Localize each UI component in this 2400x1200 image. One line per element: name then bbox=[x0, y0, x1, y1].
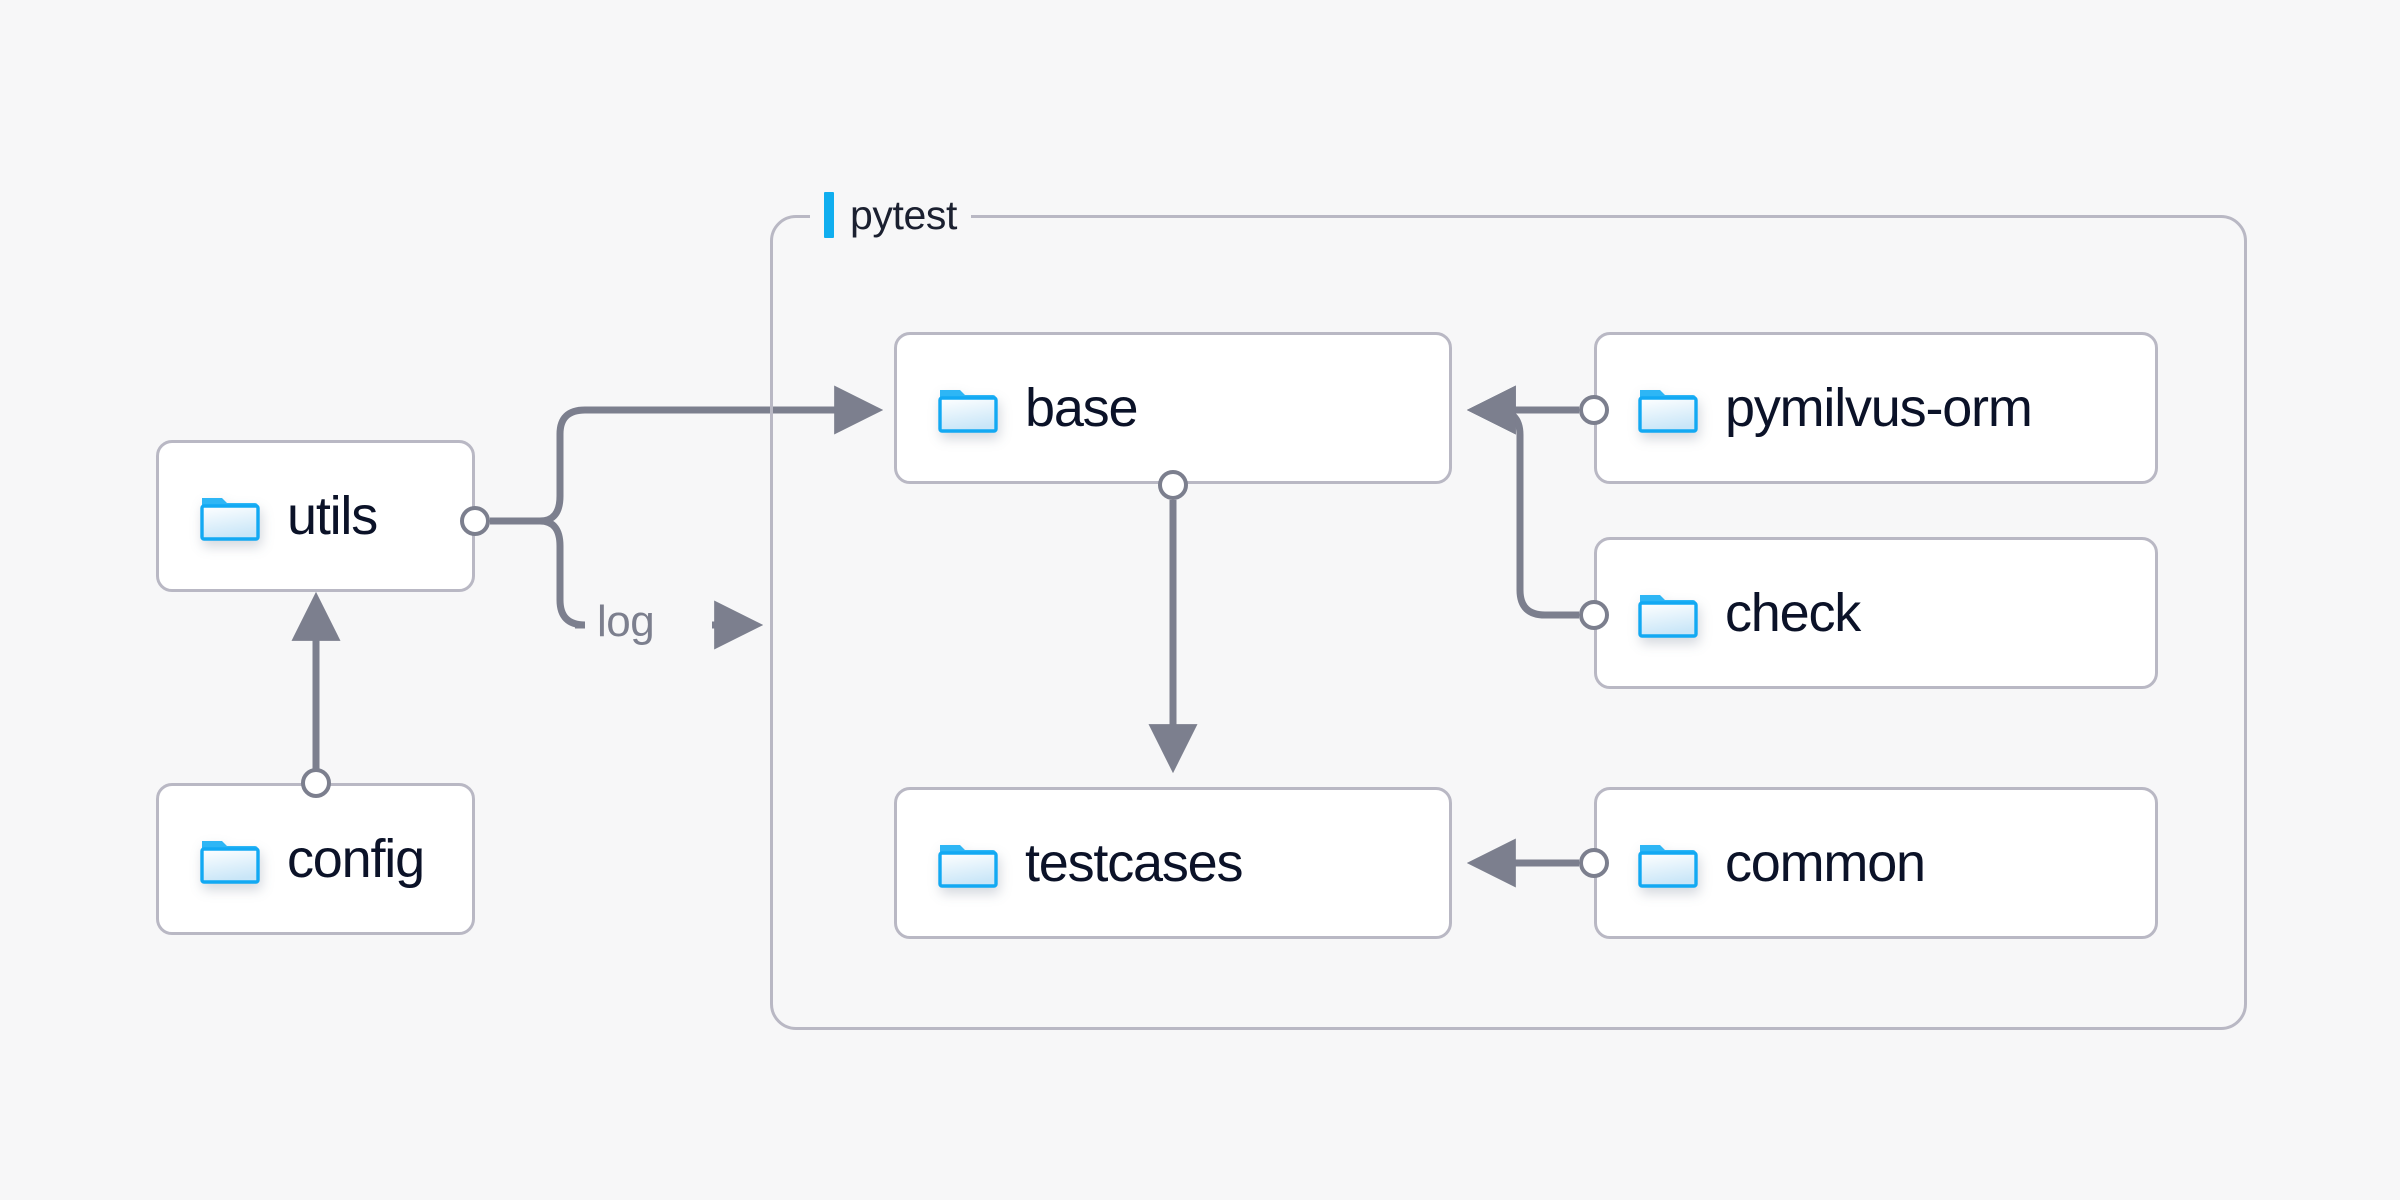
node-pymilvus-orm-label: pymilvus-orm bbox=[1725, 378, 2033, 438]
node-check[interactable]: check bbox=[1594, 537, 2158, 689]
folder-icon bbox=[199, 489, 261, 543]
node-common[interactable]: common bbox=[1594, 787, 2158, 939]
folder-icon bbox=[1637, 836, 1699, 890]
node-config[interactable]: config bbox=[156, 783, 475, 935]
node-utils[interactable]: utils bbox=[156, 440, 475, 592]
port-common-left[interactable] bbox=[1579, 848, 1609, 878]
group-label-text: pytest bbox=[850, 191, 957, 238]
folder-icon bbox=[199, 832, 261, 886]
node-testcases[interactable]: testcases bbox=[894, 787, 1452, 939]
edge-label-log: log bbox=[597, 597, 655, 646]
node-utils-label: utils bbox=[287, 486, 378, 546]
node-base-label: base bbox=[1025, 378, 1139, 438]
folder-icon bbox=[1637, 381, 1699, 435]
group-pytest[interactable] bbox=[770, 215, 2247, 1030]
folder-icon bbox=[1637, 586, 1699, 640]
folder-icon bbox=[937, 381, 999, 435]
node-pymilvus-orm[interactable]: pymilvus-orm bbox=[1594, 332, 2158, 484]
port-config-top[interactable] bbox=[301, 768, 331, 798]
node-config-label: config bbox=[287, 829, 425, 889]
port-pymilvus-left[interactable] bbox=[1579, 395, 1609, 425]
node-base[interactable]: base bbox=[894, 332, 1452, 484]
port-utils-right[interactable] bbox=[460, 506, 490, 536]
group-pytest-label: pytest bbox=[810, 190, 971, 240]
port-base-bottom[interactable] bbox=[1158, 470, 1188, 500]
node-common-label: common bbox=[1725, 833, 1926, 893]
group-accent-bar bbox=[824, 192, 834, 238]
folder-icon bbox=[937, 836, 999, 890]
node-testcases-label: testcases bbox=[1025, 833, 1244, 893]
edge-utils-log bbox=[539, 517, 586, 629]
port-check-left[interactable] bbox=[1579, 600, 1609, 630]
node-check-label: check bbox=[1725, 583, 1861, 643]
